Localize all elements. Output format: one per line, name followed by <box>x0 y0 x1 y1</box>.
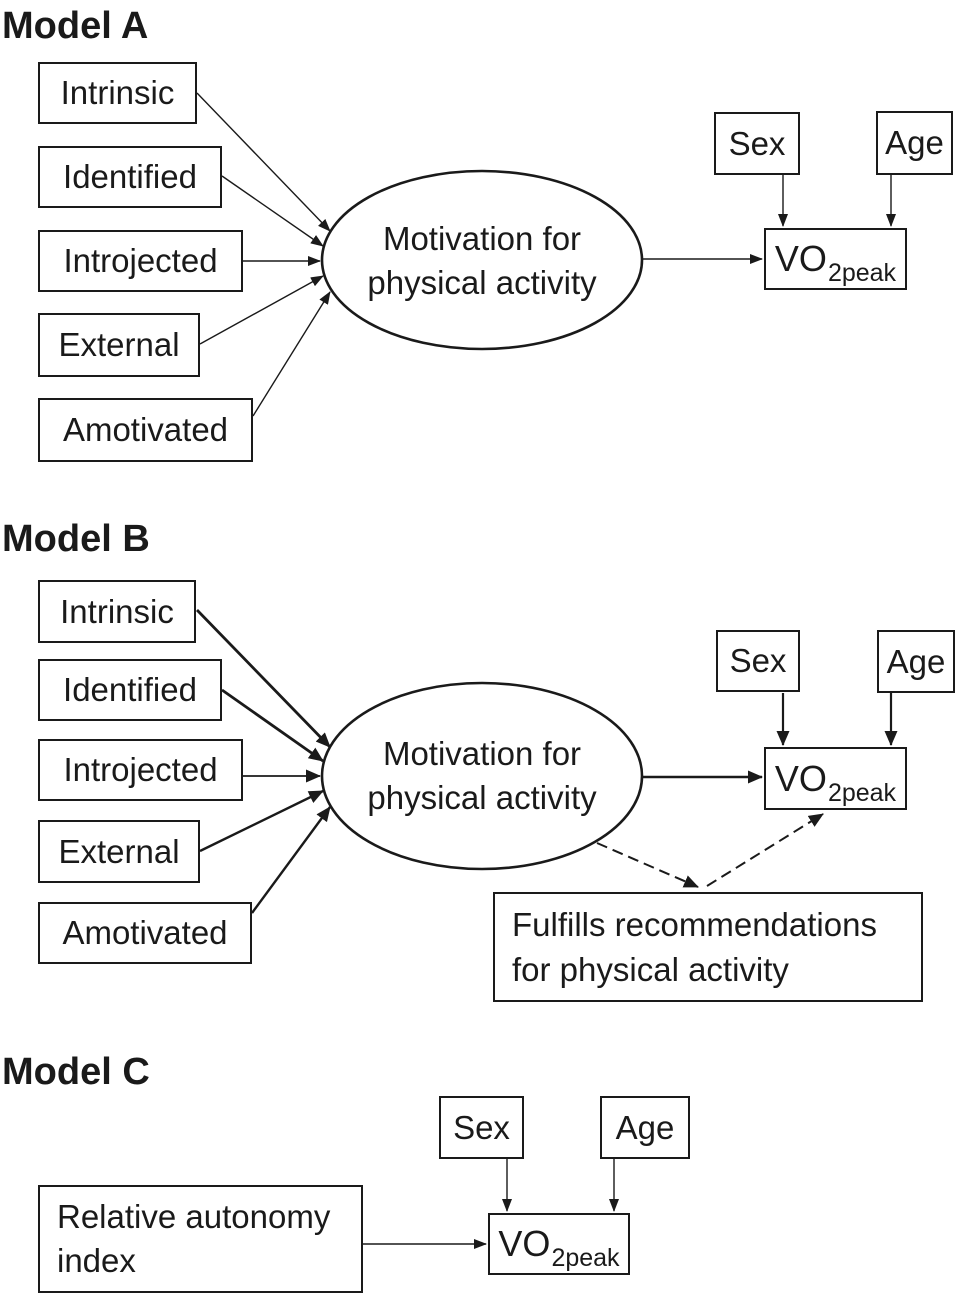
model-c-title: Model C <box>2 1051 150 1093</box>
model-a-vo2peak-base: VO <box>774 238 827 279</box>
model-b-vo2peak-subscript: 2peak <box>827 778 897 807</box>
latent-ellipse-b <box>320 681 644 871</box>
arrow-b-identified-to-latent <box>221 688 324 763</box>
model-c-sex-box: Sex <box>439 1096 524 1159</box>
model-a-title: Model A <box>2 5 149 47</box>
model-a-vo2peak-box: VO 2peak <box>764 228 907 290</box>
model-b-amotivated-box: Amotivated <box>38 902 252 964</box>
model-c-age-box: Age <box>600 1096 690 1159</box>
model-b-sex-box: Sex <box>716 630 800 692</box>
model-a-external-box: External <box>38 313 200 377</box>
model-b-vo2peak-box: VO 2peak <box>764 747 907 810</box>
model-b-introjected-box: Introjected <box>38 739 243 801</box>
model-b-intrinsic-box: Intrinsic <box>38 580 196 643</box>
model-c-vo2peak-label: VO 2peak <box>498 1223 619 1272</box>
latent-ellipse-a <box>320 169 644 351</box>
model-a-age-box: Age <box>876 111 953 175</box>
model-a-vo2peak-subscript: 2peak <box>827 259 897 287</box>
model-c-rai-line1: Relative autonomy <box>57 1198 331 1235</box>
model-b-mediator-box: Fulfills recommendations for physical ac… <box>493 892 923 1002</box>
dashed-arrow-b-mediator-to-vo2peak <box>706 813 824 887</box>
model-b-mediator-line2: for physical activity <box>512 951 789 988</box>
model-c-rai-line2: index <box>57 1242 136 1279</box>
arrow-b-external-to-latent <box>199 789 324 853</box>
model-b-mediator-line1: Fulfills recommendations <box>512 906 877 943</box>
model-a-identified-box: Identified <box>38 146 222 208</box>
model-b-age-box: Age <box>877 630 955 693</box>
model-b-external-box: External <box>38 820 200 883</box>
arrow-a-identified-to-latent <box>221 175 324 247</box>
arrow-b-intrinsic-to-latent <box>195 609 332 748</box>
model-b-vo2peak-label: VO 2peak <box>774 757 896 807</box>
model-b-vo2peak-base: VO <box>774 757 827 799</box>
model-b-title: Model B <box>2 518 150 560</box>
arrow-b-amotivated-to-latent <box>251 806 331 914</box>
model-b-identified-box: Identified <box>38 659 222 721</box>
arrow-a-amotivated-to-latent <box>252 291 331 417</box>
arrow-a-intrinsic-to-latent <box>196 92 331 232</box>
arrow-a-external-to-latent <box>199 275 324 345</box>
model-c-rai-box: Relative autonomy index <box>38 1185 363 1293</box>
model-a-vo2peak-label: VO 2peak <box>774 238 896 287</box>
model-a-sex-box: Sex <box>714 112 800 175</box>
model-c-vo2peak-box: VO 2peak <box>488 1213 630 1275</box>
model-a-introjected-box: Introjected <box>38 230 243 292</box>
model-c-vo2peak-subscript: 2peak <box>551 1244 620 1272</box>
model-a-amotivated-box: Amotivated <box>38 398 253 462</box>
model-c-vo2peak-base: VO <box>498 1223 551 1264</box>
model-a-intrinsic-box: Intrinsic <box>38 62 197 124</box>
dashed-arrow-b-latent-to-mediator <box>596 842 699 888</box>
